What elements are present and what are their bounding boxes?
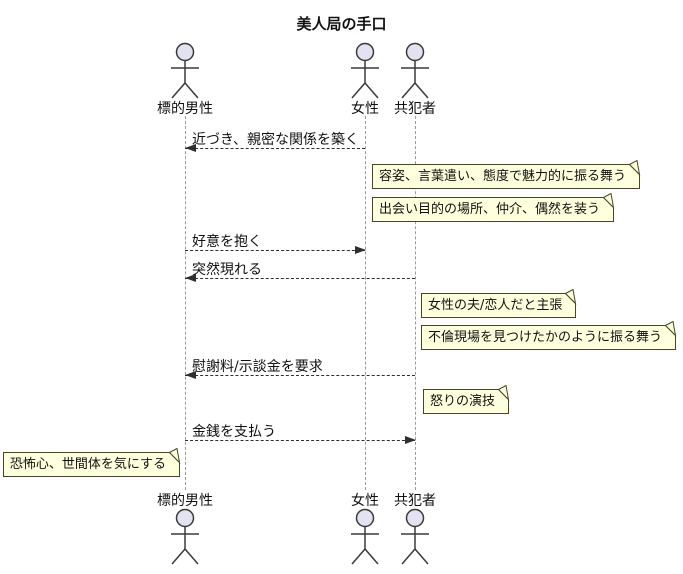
actor-label-accomplice-bottom: 共犯者 xyxy=(394,493,436,509)
arrowhead-right-icon xyxy=(405,436,416,444)
actor-label-woman-top: 女性 xyxy=(351,101,379,117)
note: 出会い目的の場所、仲介、偶然を装う xyxy=(372,192,615,222)
message-text: 突然現れる xyxy=(192,262,262,278)
note-text: 女性の夫/恋人だと主張 xyxy=(428,298,563,313)
message-text: 金銭を支払う xyxy=(192,424,276,440)
diagram-title: 美人局の手口 xyxy=(296,15,387,33)
actor-icon-target-male-top xyxy=(166,42,204,100)
message-arrow-line xyxy=(185,278,415,279)
message-arrow-line xyxy=(185,375,415,376)
arrowhead-left-icon xyxy=(185,371,196,379)
note-text: 恐怖心、世間体を気にする xyxy=(9,457,166,472)
actor-icon-target-male-bottom xyxy=(166,508,204,566)
message-text: 好意を抱く xyxy=(192,234,262,250)
actor-label-woman-bottom: 女性 xyxy=(351,493,379,509)
actor-label-target-male-bottom: 標的男性 xyxy=(157,493,213,509)
note: 怒りの演技 xyxy=(423,384,510,414)
note: 不倫現場を見つけたかのように振る舞う xyxy=(421,320,677,350)
note-text: 怒りの演技 xyxy=(430,394,496,409)
message-text: 近づき、親密な関係を築く xyxy=(192,132,360,148)
arrowhead-left-icon xyxy=(185,144,196,152)
lifeline-woman xyxy=(365,116,366,490)
note-text: 出会い目的の場所、仲介、偶然を装う xyxy=(379,202,601,217)
actor-label-accomplice-top: 共犯者 xyxy=(394,101,436,117)
message-arrow-line xyxy=(185,148,365,149)
actor-icon-woman-bottom xyxy=(346,508,384,566)
arrowhead-left-icon xyxy=(185,274,196,282)
note-text: 容姿、言葉遣い、態度で魅力的に振る舞う xyxy=(379,169,627,184)
message-arrow-line xyxy=(185,250,365,251)
lifeline-target-male xyxy=(185,116,186,490)
arrowhead-right-icon xyxy=(355,246,366,254)
message-arrow-line xyxy=(185,440,415,441)
lifeline-accomplice xyxy=(415,116,416,490)
note: 容姿、言葉遣い、態度で魅力的に振る舞う xyxy=(372,159,641,189)
message-text: 慰謝料/示談金を要求 xyxy=(192,359,323,375)
note: 女性の夫/恋人だと主張 xyxy=(421,288,577,318)
actor-icon-accomplice-top xyxy=(396,42,434,100)
actor-icon-accomplice-bottom xyxy=(396,508,434,566)
actor-label-target-male-top: 標的男性 xyxy=(157,101,213,117)
actor-icon-woman-top xyxy=(346,42,384,100)
note: 恐怖心、世間体を気にする xyxy=(2,447,181,477)
note-text: 不倫現場を見つけたかのように振る舞う xyxy=(428,330,663,345)
